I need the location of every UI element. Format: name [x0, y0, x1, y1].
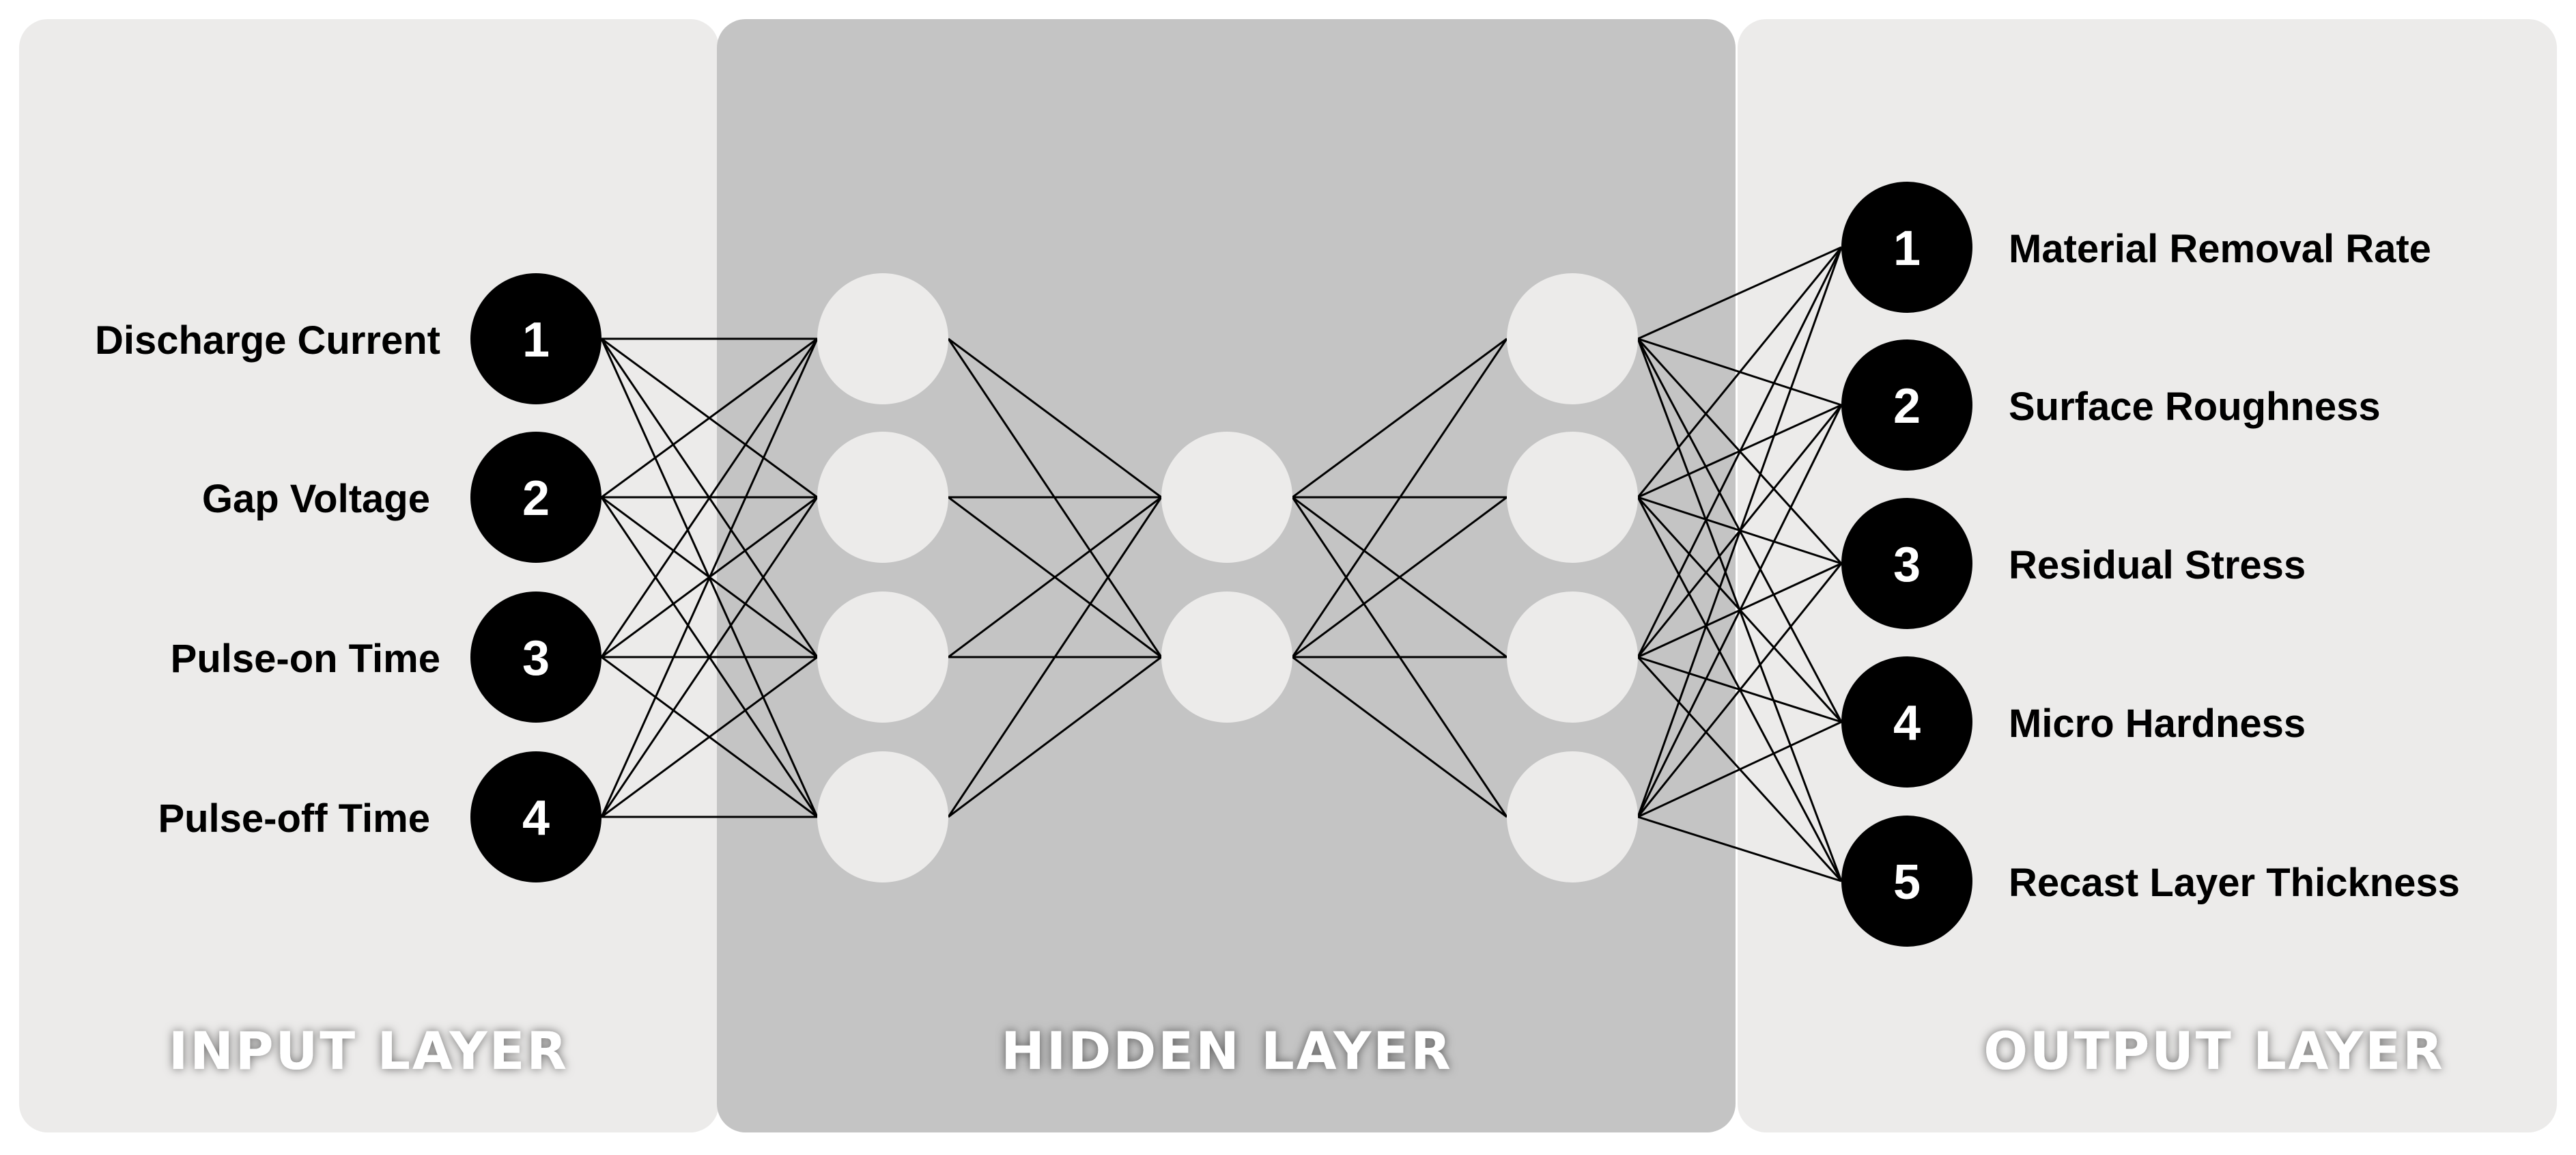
- hidden-node: [1507, 273, 1638, 404]
- connection-line: [1637, 404, 1843, 818]
- hidden-nodes: [817, 273, 1638, 882]
- output-node-1: 1 Material Removal Rate: [1841, 182, 2431, 313]
- input-node-circle: [470, 432, 601, 563]
- input-layer-title: INPUT LAYER: [169, 1020, 569, 1081]
- output-label-recast-layer-thickness: Recast Layer Thickness: [2009, 861, 2460, 905]
- connection-line: [600, 338, 819, 818]
- connection-line: [601, 656, 818, 818]
- output-node-3: 3 Residual Stress: [1841, 498, 2306, 629]
- input-node-number: 4: [522, 791, 550, 846]
- hidden-node: [1507, 432, 1638, 563]
- output-node-5: 5 Recast Layer Thickness: [1841, 816, 2460, 947]
- connection-line: [1291, 338, 1508, 658]
- connection-line: [1637, 247, 1843, 818]
- output-label-micro-hardness: Micro Hardness: [2009, 701, 2306, 746]
- input-node-3: 3 Pulse-on Time: [171, 592, 601, 723]
- output-label-residual-stress: Residual Stress: [2009, 543, 2306, 587]
- output-layer-title: OUTPUT LAYER: [1983, 1020, 2444, 1081]
- input-node-4: 4 Pulse-off Time: [158, 751, 601, 882]
- output-nodes: 1 Material Removal Rate 2 Surface Roughn…: [1841, 182, 2460, 947]
- output-node-circle: [1841, 182, 1972, 313]
- input-nodes: 1 Discharge Current 2 Gap Voltage 3 Puls…: [95, 273, 601, 882]
- output-label-surface-roughness: Surface Roughness: [2009, 385, 2381, 429]
- hidden-node: [817, 273, 948, 404]
- output-node-circle: [1841, 498, 1972, 629]
- connection-line: [600, 338, 819, 658]
- input-label-discharge-current: Discharge Current: [95, 318, 440, 363]
- input-node-2: 2 Gap Voltage: [202, 432, 601, 563]
- connection-line: [1637, 816, 1842, 882]
- connections: [600, 246, 1843, 882]
- output-node-number: 2: [1893, 379, 1921, 434]
- input-node-1: 1 Discharge Current: [95, 273, 601, 404]
- connection-line: [948, 656, 1162, 818]
- hidden-node: [817, 751, 948, 882]
- connection-line: [1637, 563, 1843, 818]
- output-node-circle: [1841, 656, 1972, 788]
- connection-line: [1637, 246, 1842, 340]
- input-layer-panel: [19, 19, 719, 1132]
- connection-line: [947, 497, 1163, 818]
- connection-line: [1637, 247, 1843, 498]
- hidden-node: [1161, 592, 1292, 723]
- output-label-material-removal-rate: Material Removal Rate: [2009, 227, 2431, 271]
- hidden-node: [817, 592, 948, 723]
- hidden-node: [1161, 432, 1292, 563]
- hidden-node: [817, 432, 948, 563]
- connection-line: [1292, 656, 1508, 818]
- input-label-gap-voltage: Gap Voltage: [202, 477, 430, 521]
- input-node-circle: [470, 273, 601, 404]
- connection-line: [1637, 721, 1842, 818]
- connection-line: [1292, 496, 1508, 658]
- hidden-node: [1507, 592, 1638, 723]
- input-node-number: 3: [522, 631, 550, 686]
- output-node-2: 2 Surface Roughness: [1841, 339, 2381, 471]
- output-node-4: 4 Micro Hardness: [1841, 656, 2306, 788]
- connection-line: [1637, 247, 1843, 658]
- input-label-pulse-on-time: Pulse-on Time: [171, 637, 440, 681]
- output-node-number: 4: [1893, 696, 1921, 751]
- output-node-number: 5: [1893, 855, 1921, 910]
- connection-line: [948, 496, 1162, 658]
- input-node-circle: [470, 751, 601, 882]
- hidden-layer-panel: [717, 19, 1736, 1132]
- input-node-number: 2: [522, 471, 550, 526]
- input-label-pulse-off-time: Pulse-off Time: [158, 796, 430, 841]
- output-node-circle: [1841, 816, 1972, 947]
- connection-line: [600, 497, 819, 818]
- hidden-node: [1507, 751, 1638, 882]
- connection-line: [948, 337, 1162, 499]
- output-node-number: 1: [1893, 221, 1921, 276]
- output-node-circle: [1841, 339, 1972, 471]
- connection-line: [1292, 337, 1508, 499]
- input-node-number: 1: [522, 313, 550, 367]
- output-node-number: 3: [1893, 538, 1921, 592]
- hidden-layer-title: HIDDEN LAYER: [1001, 1020, 1452, 1081]
- connection-line: [601, 337, 818, 499]
- input-node-circle: [470, 592, 601, 723]
